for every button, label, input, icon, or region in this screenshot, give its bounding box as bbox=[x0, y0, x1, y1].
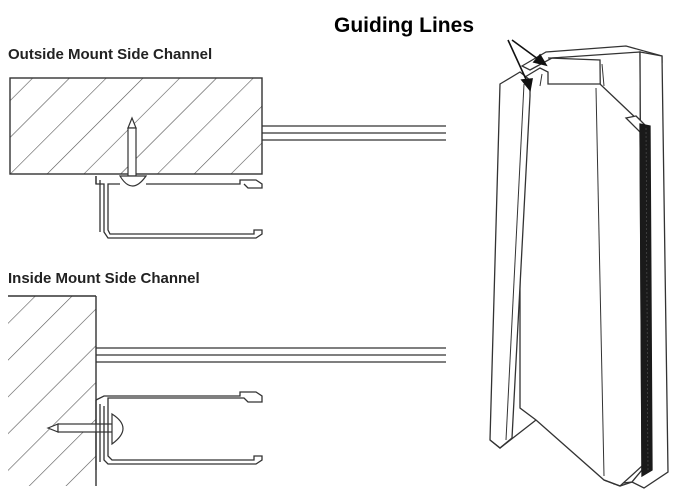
outside-side-channel bbox=[95, 176, 263, 239]
inside-screw bbox=[46, 412, 124, 446]
outside-screw bbox=[118, 116, 148, 187]
outside-mount-label: Outside Mount Side Channel bbox=[8, 46, 213, 63]
inside-wall-section bbox=[8, 295, 97, 486]
outside-rail-lines bbox=[262, 125, 446, 141]
channel-3d-view bbox=[489, 45, 669, 489]
inside-mount-detail bbox=[8, 295, 446, 486]
outside-mount-detail bbox=[9, 77, 446, 239]
guiding-lines-arrows bbox=[507, 39, 548, 92]
inside-side-channel bbox=[95, 391, 263, 470]
inside-mount-label: Inside Mount Side Channel bbox=[8, 270, 200, 287]
guiding-lines-label: Guiding Lines bbox=[334, 14, 474, 37]
inside-rail-lines bbox=[96, 347, 446, 363]
